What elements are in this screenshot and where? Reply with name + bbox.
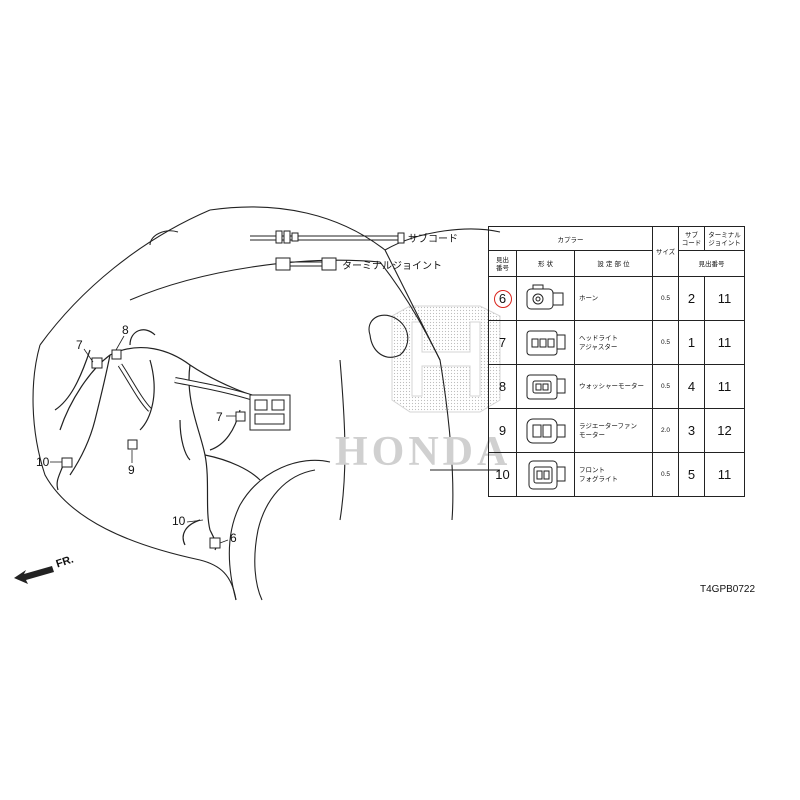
callout-10-left: 10 [36,455,50,469]
row-terminal-joint: 12 [704,408,745,453]
fuse-box [249,394,291,431]
table-row: 7 ヘッドライト アジャスター 0.5 1 11 [488,320,745,365]
connector-9-shape-icon [526,418,565,443]
callout-7-left: 7 [76,338,83,352]
front-arrow-icon [14,566,54,584]
callout-10-bottom: 10 [172,514,186,528]
connector-7-shape-icon [526,330,565,355]
header-sub-cord: サブ コード [678,226,705,251]
connector-8-marker [111,349,122,360]
diagram-code: T4GPB0722 [700,584,756,595]
header-terminal-joint: ターミナル ジョイント [704,226,745,251]
row-ref-highlight: 6 [493,289,512,308]
connector-7-marker [91,357,103,369]
connector-7-right-marker [235,411,246,422]
row-size: 2.0 [652,408,679,453]
header-ref-no: 見出 番号 [488,250,517,277]
table-row: 8 ウォッシャーモーター 0.5 4 11 [488,364,745,409]
row-sub-cord: 1 [678,320,705,365]
row-size: 0.5 [652,276,679,321]
row-sub-cord: 4 [678,364,705,409]
row-sub-cord: 5 [678,452,705,497]
leader-lines [50,335,236,544]
header-shape: 形 状 [516,250,575,277]
connector-8-shape-icon [526,374,565,399]
legend-sub-cord-label: サブコード [408,234,458,245]
row-terminal-joint: 11 [704,276,745,321]
connector-shape-cell [516,364,575,409]
row-terminal-joint: 11 [704,364,745,409]
table-row: 6 ホーン 0.5 2 11 [488,276,745,321]
connector-6-shape-icon [526,284,563,309]
connector-6-marker [209,537,221,549]
callout-9: 9 [128,463,135,477]
connector-10-marker [61,457,73,468]
connector-10-shape-icon [528,460,565,489]
legend-terminal-joint-label: ターミナルジョイント [342,261,442,272]
row-location: ホーン [574,276,653,321]
sub-cord-icon [250,230,405,244]
row-terminal-joint: 11 [704,452,745,497]
header-ref-no-group: 見出番号 [678,250,745,277]
header-coupler: カプラー [488,226,653,251]
connector-shape-cell [516,408,575,453]
car-body-outline [32,206,501,601]
connector-shape-cell [516,452,575,497]
row-ref: 8 [488,364,517,409]
connector-table: カプラー サイズ サブ コード ターミナル ジョイント 見出 番号 形 状 設 … [488,226,745,497]
row-ref: 7 [488,320,517,365]
row-location: ラジエーターファン モーター [574,408,653,453]
row-location: フロント フォグライト [574,452,653,497]
row-terminal-joint: 11 [704,320,745,365]
header-location: 設 定 部 位 [574,250,653,277]
connector-9-marker [127,439,138,450]
callout-8: 8 [122,323,129,337]
row-size: 0.5 [652,320,679,365]
table-row: 10 フロント フォグライト 0.5 5 11 [488,452,745,497]
row-sub-cord: 3 [678,408,705,453]
header-size: サイズ [652,226,679,277]
row-ref: 10 [488,452,517,497]
row-size: 0.5 [652,364,679,409]
connector-shape-cell [516,276,575,321]
callout-7-right: 7 [216,410,223,424]
row-size: 0.5 [652,452,679,497]
wire-harness [54,329,281,551]
row-ref: 9 [488,408,517,453]
row-location: ウォッシャーモーター [574,364,653,409]
callout-6: 6 [230,531,237,545]
row-location: ヘッドライト アジャスター [574,320,653,365]
terminal-joint-icon [275,257,337,271]
row-ref: 6 [488,276,517,321]
table-row: 9 ラジエーターファン モーター 2.0 3 12 [488,408,745,453]
connector-shape-cell [516,320,575,365]
row-sub-cord: 2 [678,276,705,321]
